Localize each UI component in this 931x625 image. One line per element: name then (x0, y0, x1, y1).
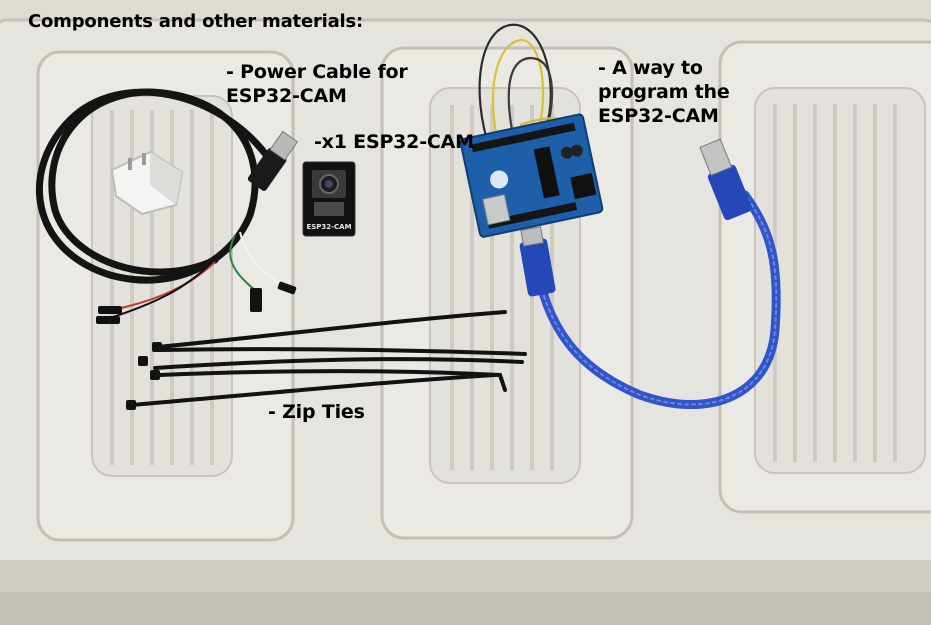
programmer-label: - A way to program the ESP32-CAM (598, 57, 730, 127)
zip-ties (130, 310, 527, 407)
black-power-cable (36, 88, 274, 284)
tray-panel-right (718, 40, 931, 514)
usb-a-plug-programmer (699, 138, 753, 221)
dupont-pins (96, 281, 297, 324)
esp32-board-print: ESP32-CAM (306, 223, 351, 231)
esp32-cam-board: ESP32-CAM (302, 161, 356, 237)
dupont-wires (109, 231, 286, 319)
usb-a-plug-power (247, 130, 299, 191)
blue-usb-cable (530, 190, 781, 410)
zip-ties-label: - Zip Ties (268, 401, 365, 423)
usb-b-plug (519, 226, 556, 297)
arduino-uno-board (459, 113, 604, 238)
title-label: Components and other materials: (28, 11, 364, 32)
power-cable-label: - Power Cable for ESP32-CAM (226, 61, 408, 107)
usb-wall-adapter (110, 150, 184, 216)
tray-panel-middle (380, 46, 634, 540)
jumper-wires-arduino (478, 23, 587, 196)
zip-tie-heads (126, 342, 162, 410)
esp32-cam-label: -x1 ESP32-CAM (314, 131, 474, 153)
